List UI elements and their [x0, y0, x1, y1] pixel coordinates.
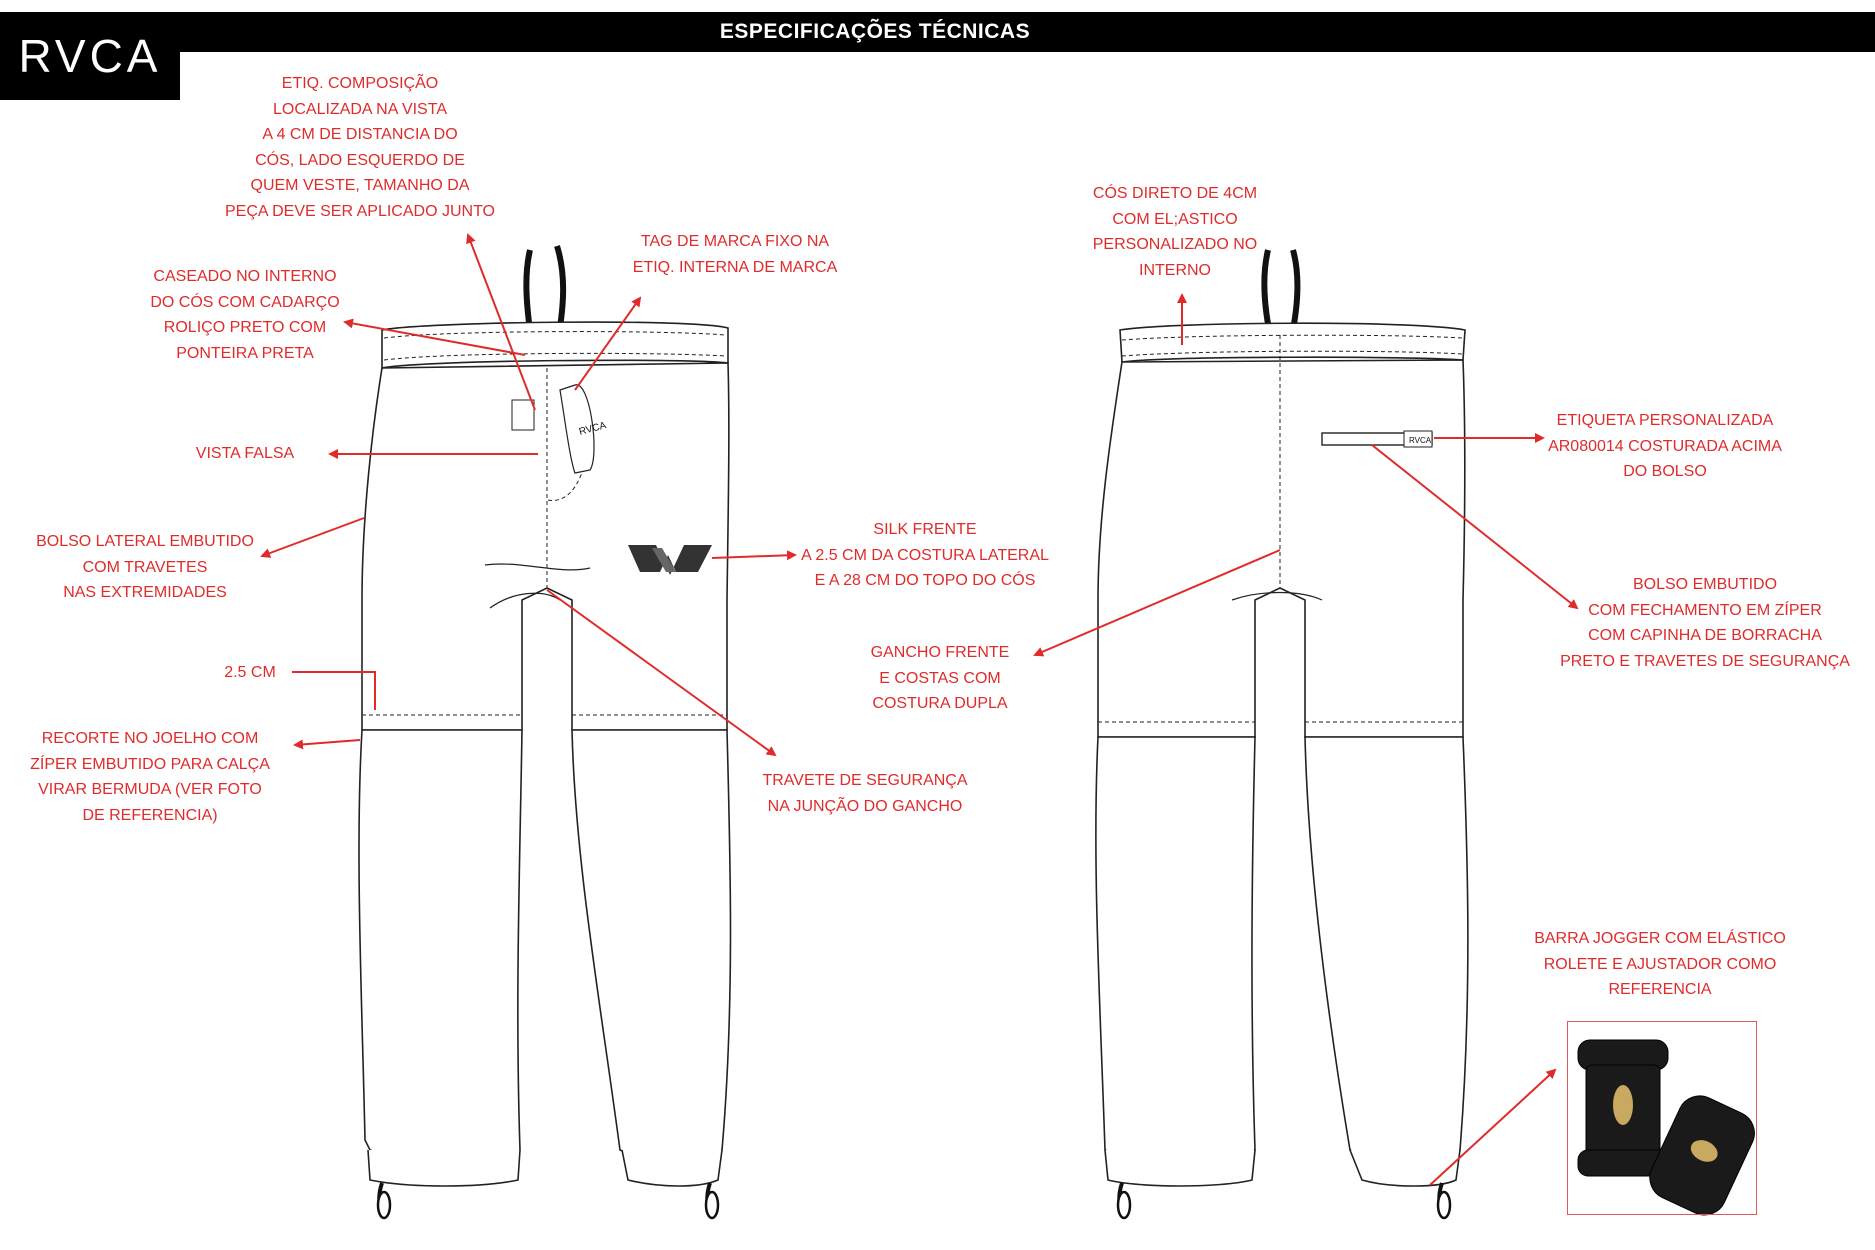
note-waistband-back: CÓS DIRETO DE 4CM COM EL;ASTICO PERSONAL… — [1092, 185, 1258, 279]
note-crotch-seam: GANCHO FRENTE E COSTAS COM COSTURA DUPLA — [870, 644, 1010, 712]
note-brand-tag: TAG DE MARCA FIXO NA ETIQ. INTERNA DE MA… — [632, 233, 838, 276]
front-upper-leg — [361, 362, 730, 731]
note-drawstring-eyelet: CASEADO NO INTERNO DO CÓS COM CADARÇO RO… — [150, 268, 340, 362]
note-silk-front: SILK FRENTE A 2.5 CM DA COSTURA LATERAL … — [801, 521, 1049, 589]
note-jogger-hem: BARRA JOGGER COM ELÁSTICO ROLETE E AJUST… — [1534, 930, 1786, 998]
note-composition-label: ETIQ. COMPOSIÇÃO LOCALIZADA NA VISTA A 4… — [224, 75, 495, 220]
back-waistband — [1119, 322, 1466, 363]
back-pocket-label — [1403, 430, 1433, 448]
note-measure-25: 2.5 CM — [224, 664, 276, 681]
back-lower-leg-left — [1095, 736, 1256, 1160]
front-view-pants — [358, 245, 732, 1220]
arrow-crotch — [1033, 549, 1281, 657]
callout-arrows — [260, 233, 1579, 1186]
reference-photo-frame — [1567, 1021, 1757, 1215]
back-cuff-right — [1349, 1149, 1461, 1187]
brand-logo: RVCA — [0, 12, 180, 100]
back-lower-leg-right — [1304, 736, 1469, 1160]
arrow-back-pocket — [1371, 444, 1579, 610]
note-safety-bartack: TRAVETE DE SEGURANÇA NA JUNÇÃO DO GANCHO — [762, 772, 968, 815]
back-view-pants: RVCA — [1095, 249, 1469, 1220]
cord-lock-photo — [1577, 1039, 1755, 1216]
front-lower-leg-left — [358, 729, 523, 1160]
note-false-fly: VISTA FALSA — [195, 445, 295, 462]
arrow-drawstring — [343, 318, 526, 356]
arrow-bartack — [546, 589, 777, 757]
back-cuff-left — [1104, 1149, 1256, 1187]
front-cuff-right — [621, 1149, 723, 1187]
arrow-silk — [711, 550, 797, 561]
back-label-text: RVCA — [1409, 436, 1432, 445]
arrow-jogger — [1429, 1068, 1557, 1186]
silk-print-logo — [628, 545, 712, 575]
arrow-composition — [466, 233, 536, 411]
measure-bracket — [292, 671, 376, 710]
note-back-pocket: BOLSO EMBUTIDO COM FECHAMENTO EM ZÍPER C… — [1560, 576, 1850, 670]
note-custom-label: ETIQUETA PERSONALIZADA AR080014 COSTURAD… — [1548, 412, 1782, 480]
header-bar — [0, 12, 1875, 52]
arrow-brand-tag — [574, 296, 642, 391]
page-title: ESPECIFICAÇÕES TÉCNICAS — [719, 20, 1031, 43]
front-cuff-left — [367, 1149, 521, 1187]
back-upper-leg — [1097, 359, 1466, 738]
back-drawstring-right — [1289, 249, 1301, 336]
front-composition-label — [511, 399, 535, 431]
front-waistband — [381, 321, 729, 369]
front-lower-leg-right — [571, 729, 732, 1160]
arrow-knee-cut — [293, 739, 361, 750]
arrow-side-pocket — [260, 517, 365, 558]
note-side-pocket: BOLSO LATERAL EMBUTIDO COM TRAVETES NAS … — [36, 533, 254, 601]
note-knee-cut: RECORTE NO JOELHO COM ZÍPER EMBUTIDO PAR… — [30, 730, 270, 824]
